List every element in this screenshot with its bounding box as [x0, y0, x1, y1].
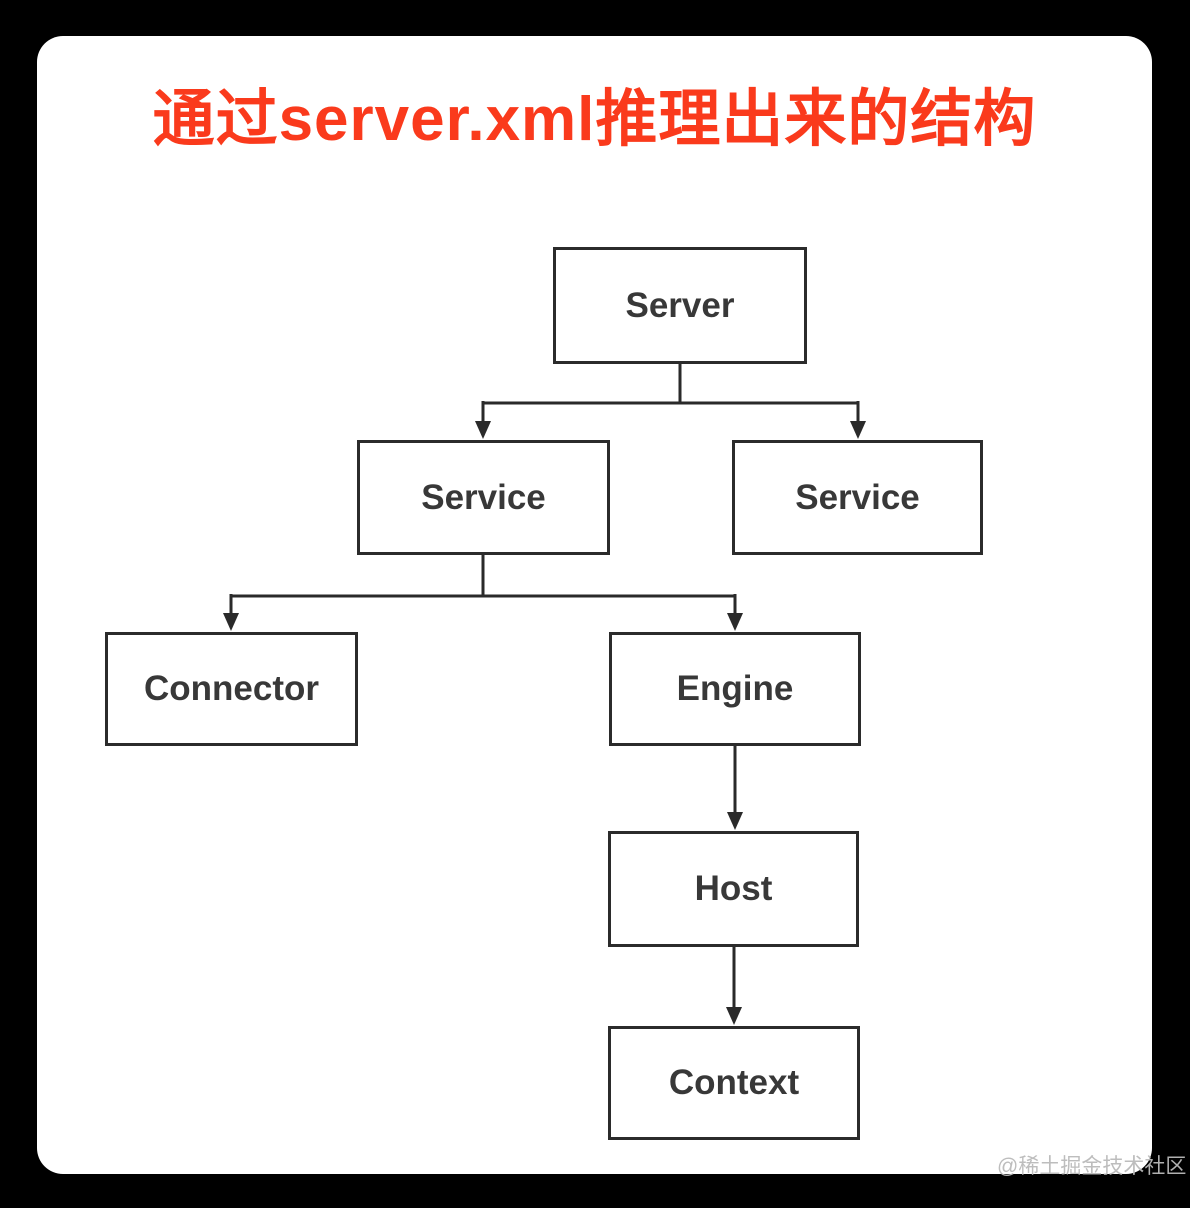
node-server: Server	[553, 247, 807, 364]
node-service-right: Service	[732, 440, 983, 555]
watermark: @稀土掘金技术社区	[997, 1155, 1187, 1178]
node-service-left: Service	[357, 440, 610, 555]
node-host: Host	[608, 831, 859, 947]
node-engine: Engine	[609, 632, 861, 746]
node-context: Context	[608, 1026, 860, 1140]
page-title: 通过server.xml推理出来的结构	[152, 85, 1037, 154]
content-card	[37, 36, 1152, 1174]
node-connector: Connector	[105, 632, 358, 746]
